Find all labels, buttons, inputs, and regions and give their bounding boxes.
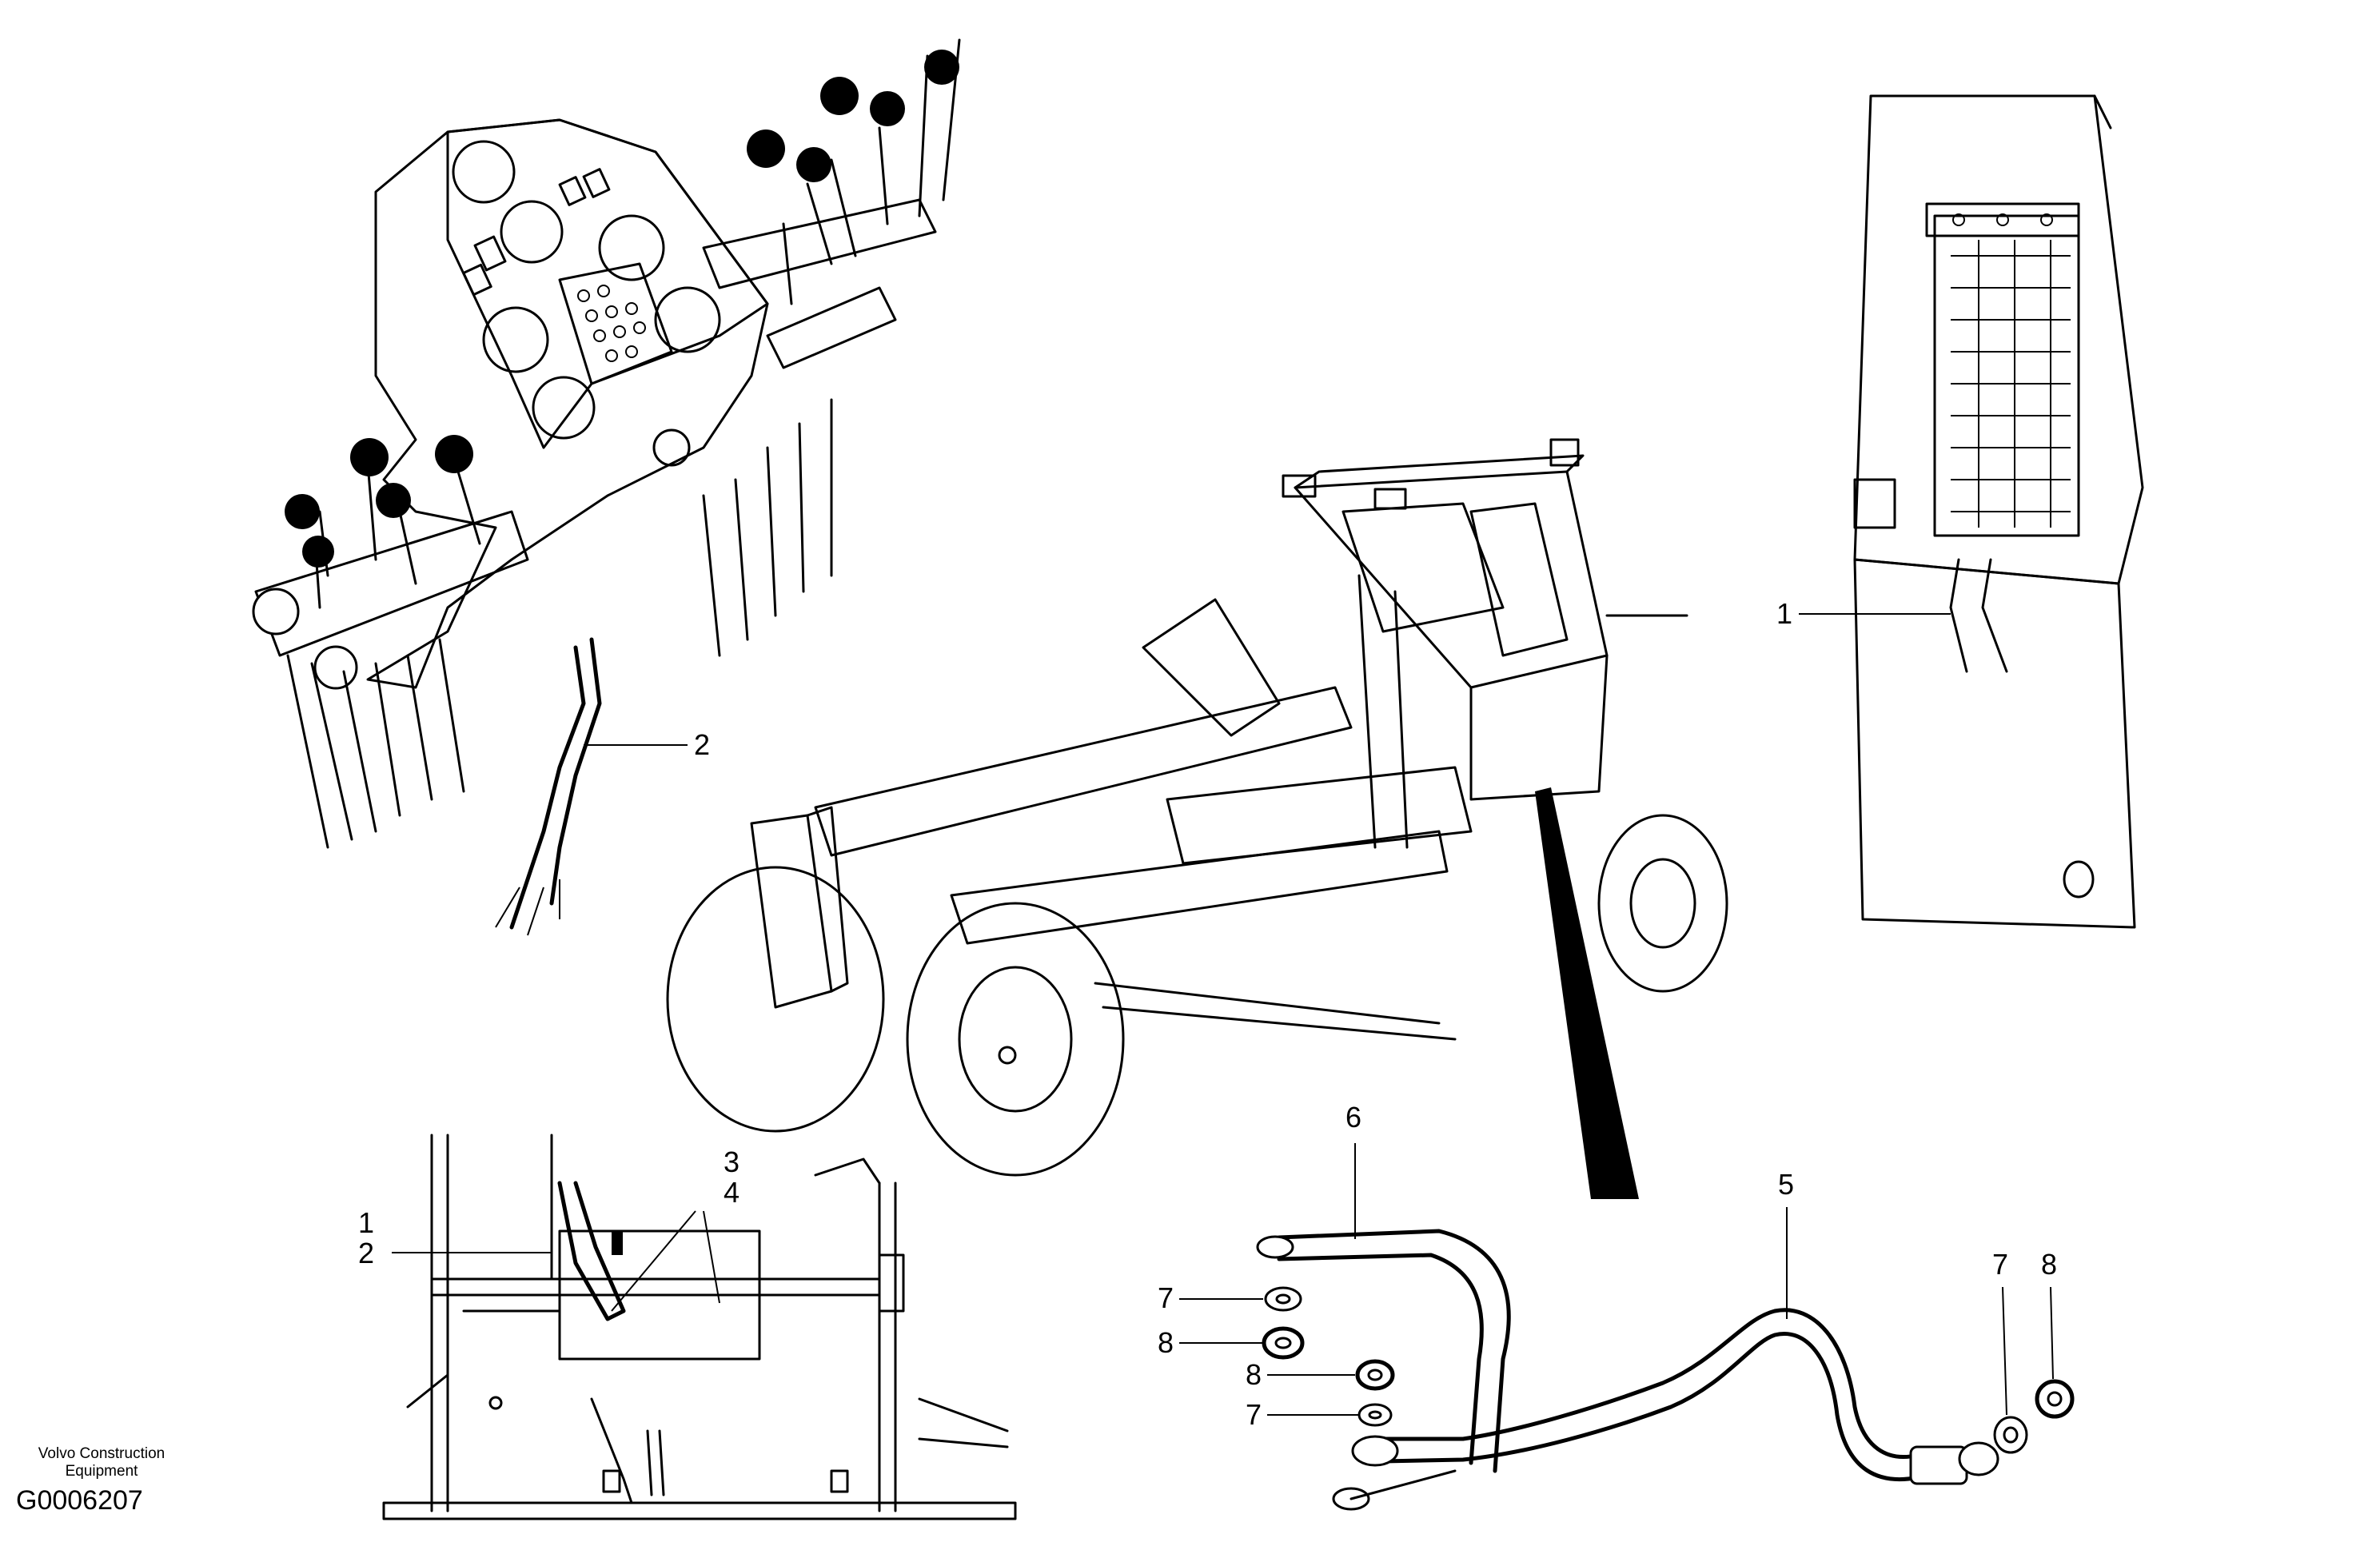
callout-7-washer-b: 7	[1246, 1398, 1262, 1431]
callout-2-detail: 2	[358, 1237, 374, 1269]
document-id: G0006207	[16, 1485, 143, 1516]
operator-console-illustration	[252, 38, 961, 936]
callout-5-cable: 5	[1778, 1168, 1794, 1201]
callout-1-detail: 1	[358, 1206, 374, 1239]
credit-line-1: Volvo Construction	[38, 1445, 165, 1462]
credit-line-2: Equipment	[65, 1463, 138, 1480]
callout-7-washer-right: 7	[1992, 1248, 2008, 1281]
battery-cable-illustration	[584, 744, 2075, 1511]
motor-grader-illustration	[666, 438, 1728, 1199]
callout-8-nut-a: 8	[1158, 1326, 1174, 1359]
callout-8-nut-right: 8	[2041, 1248, 2057, 1281]
callout-7-washer-a: 7	[1158, 1281, 1174, 1314]
callout-8-nut-b: 8	[1246, 1358, 1262, 1391]
callout-4-detail: 4	[724, 1176, 740, 1209]
callout-3-detail: 3	[724, 1146, 740, 1178]
manufacturer-credit: Volvo Construction Equipment	[18, 1445, 185, 1480]
callout-2-console: 2	[694, 728, 710, 761]
callout-6-strap: 6	[1345, 1101, 1361, 1134]
callout-1-fuse-panel: 1	[1776, 597, 1792, 630]
fuse-panel-illustration	[1799, 94, 2144, 929]
cable-mount-detail-illustration	[382, 1134, 1017, 1520]
